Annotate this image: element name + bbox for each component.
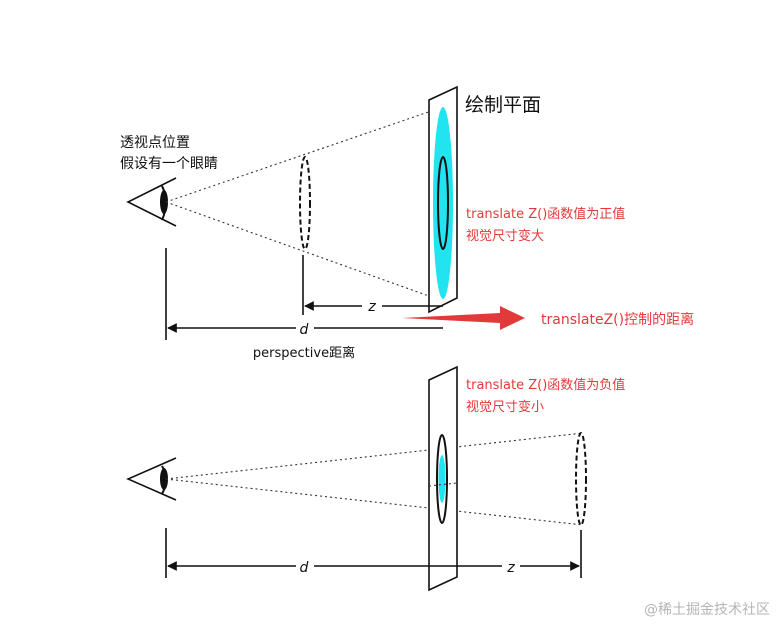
eye-icon — [126, 177, 177, 227]
top-diagram: z d translateZ()控制的距离 绘制平面 透视点位置 假设有一个眼睛… — [120, 85, 694, 361]
translatez-distance-label: translateZ()控制的距离 — [541, 311, 694, 328]
eye-icon-bottom — [126, 457, 177, 501]
top-d-label: d — [300, 322, 309, 338]
bottom-effect-line1: translate Z()函数值为负值 — [466, 377, 625, 393]
bottom-z-label: z — [506, 560, 515, 576]
eye-label-line2: 假设有一个眼睛 — [120, 156, 218, 172]
eye-label-line1: 透视点位置 — [120, 135, 190, 151]
top-effect-line2: 视觉尺寸变大 — [466, 228, 544, 244]
top-effect-line1: translate Z()函数值为正值 — [466, 206, 625, 222]
watermark: @稀土掘金技术社区 — [644, 602, 770, 618]
translatez-arrow — [402, 306, 525, 330]
projected-small-ellipse — [436, 434, 448, 524]
bottom-effect-line2: 视觉尺寸变小 — [466, 399, 544, 415]
projected-small-cyan — [438, 455, 446, 503]
projected-large-ellipse — [433, 107, 453, 299]
original-element-ellipse — [299, 156, 311, 250]
view-frustum-lines — [165, 107, 441, 301]
element-ellipse-on-plane — [437, 156, 449, 250]
bottom-d-label: d — [300, 560, 309, 576]
dimension-extension-lines — [165, 248, 304, 340]
drawing-plane-label: 绘制平面 — [465, 94, 541, 116]
bottom-diagram: d z translate Z()函数值为负值 视觉尺寸变小 — [126, 365, 625, 592]
view-frustum-lines-bottom — [165, 432, 584, 526]
dimension-extension-lines-bottom — [165, 528, 582, 578]
perspective-distance-label: perspective距离 — [253, 345, 355, 361]
far-element-ellipse — [575, 432, 587, 526]
top-z-label: z — [367, 299, 376, 315]
